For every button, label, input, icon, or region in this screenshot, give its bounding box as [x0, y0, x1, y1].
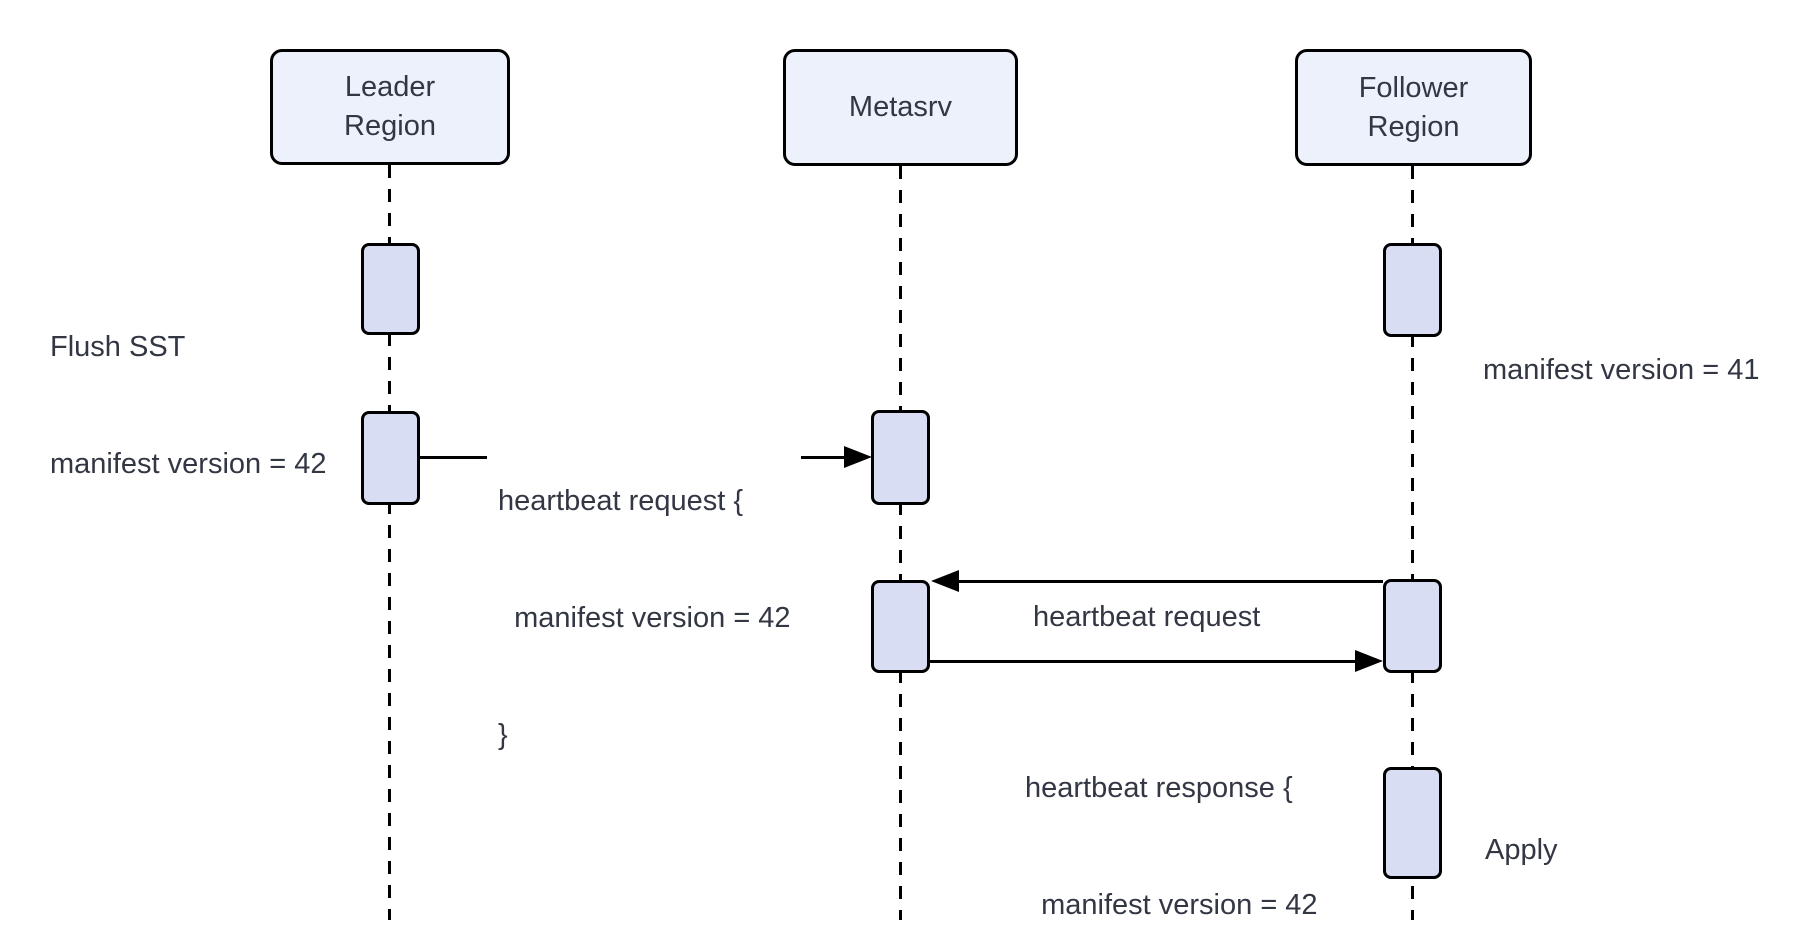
participant-label-line: Follower [1358, 71, 1469, 104]
note-line: manifest version = 41 [1483, 354, 1760, 386]
participant-label-line: Metasrv [848, 91, 953, 123]
activation-follower-v41 [1383, 243, 1442, 337]
lifeline-leader-region [388, 165, 391, 920]
activation-metasrv-recv-follower [871, 580, 930, 673]
message-label-metasrv-to-follower: heartbeat response { manifest version = … [1025, 691, 1318, 936]
note-line: Flush SST [50, 331, 186, 363]
activation-follower-heartbeat [1383, 579, 1442, 673]
arrowhead-right-icon [1355, 650, 1383, 672]
message-label-line: heartbeat response { [1025, 772, 1293, 804]
activation-leader-flush [361, 243, 420, 335]
participant-leader-region: Leader Region [270, 49, 510, 165]
participant-metasrv: Metasrv [783, 49, 1018, 166]
activation-follower-apply [1383, 767, 1442, 879]
activation-leader-heartbeat [361, 411, 420, 505]
arrowhead-left-icon [931, 570, 959, 592]
activation-metasrv-recv-leader [871, 410, 930, 505]
message-line-follower-to-metasrv [959, 580, 1383, 583]
message-label-line: heartbeat request [1033, 601, 1261, 633]
message-line-metasrv-to-follower [930, 660, 1355, 663]
note-line: manifest version = 42 [50, 448, 327, 480]
note-manifest-41: manifest version = 41 [1483, 273, 1759, 468]
participant-follower-region: Follower Region [1295, 49, 1532, 166]
message-label-line: heartbeat request { [498, 485, 744, 517]
message-label-line: } [498, 719, 508, 751]
note-line: Apply [1485, 834, 1558, 866]
message-label-leader-to-metasrv: heartbeat request { manifest version = 4… [487, 402, 801, 835]
message-label-line: manifest version = 42 [498, 602, 791, 634]
participant-label-line: Region [1367, 110, 1460, 143]
note-flush-sst: Flush SST manifest version = 42 [50, 250, 326, 562]
message-label-line: manifest version = 42 [1025, 889, 1318, 921]
lifeline-metasrv [899, 166, 902, 920]
lifeline-follower-region [1411, 166, 1414, 920]
note-apply: Apply manifest version = 42 [1485, 753, 1761, 936]
arrowhead-right-icon [844, 446, 872, 468]
message-label-follower-to-metasrv: heartbeat request [1033, 520, 1260, 715]
participant-label-line: Region [344, 110, 436, 142]
participant-label-line: Leader [344, 71, 436, 103]
